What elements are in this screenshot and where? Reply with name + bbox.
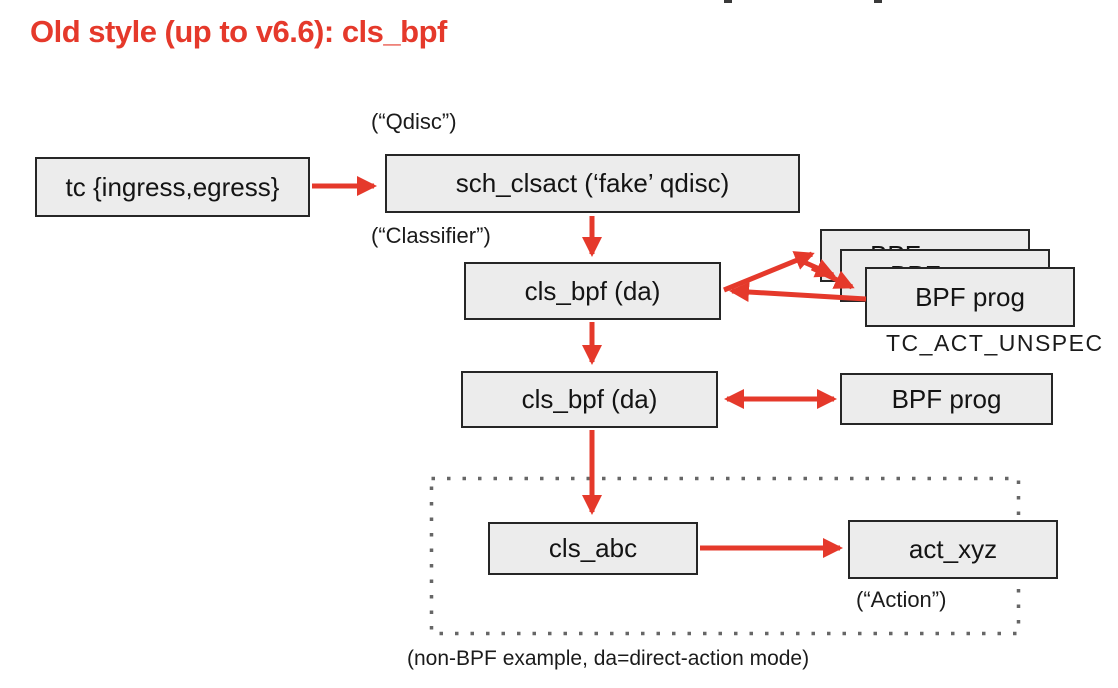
node-cls-bpf-2: cls_bpf (da) (461, 371, 718, 428)
action-label: (“Action”) (856, 587, 947, 612)
node-bpf-prog-2: BPF prog (840, 373, 1053, 425)
classifier-label: (“Classifier”) (371, 223, 491, 248)
arrow-cls-bpf-1-to-stack-back (723, 251, 815, 293)
node-bpf-prog-stack-front: BPF prog (865, 267, 1075, 327)
cropped-text-fragment (874, 0, 882, 3)
tc-act-unspec-label: TC_ACT_UNSPEC (886, 330, 1104, 356)
node-act-xyz: act_xyz (848, 520, 1058, 579)
node-sch-clsact: sch_clsact (‘fake’ qdisc) (385, 154, 800, 213)
cropped-text-fragment (724, 0, 732, 3)
node-cls-abc: cls_abc (488, 522, 698, 575)
node-cls-bpf-1: cls_bpf (da) (464, 262, 721, 320)
diagram-caption: (non-BPF example, da=direct-action mode) (407, 647, 810, 670)
qdisc-label: (“Qdisc”) (371, 109, 457, 134)
page-title: Old style (up to v6.6): cls_bpf (30, 14, 447, 49)
node-tc-ingress-egress: tc {ingress,egress} (35, 157, 310, 217)
